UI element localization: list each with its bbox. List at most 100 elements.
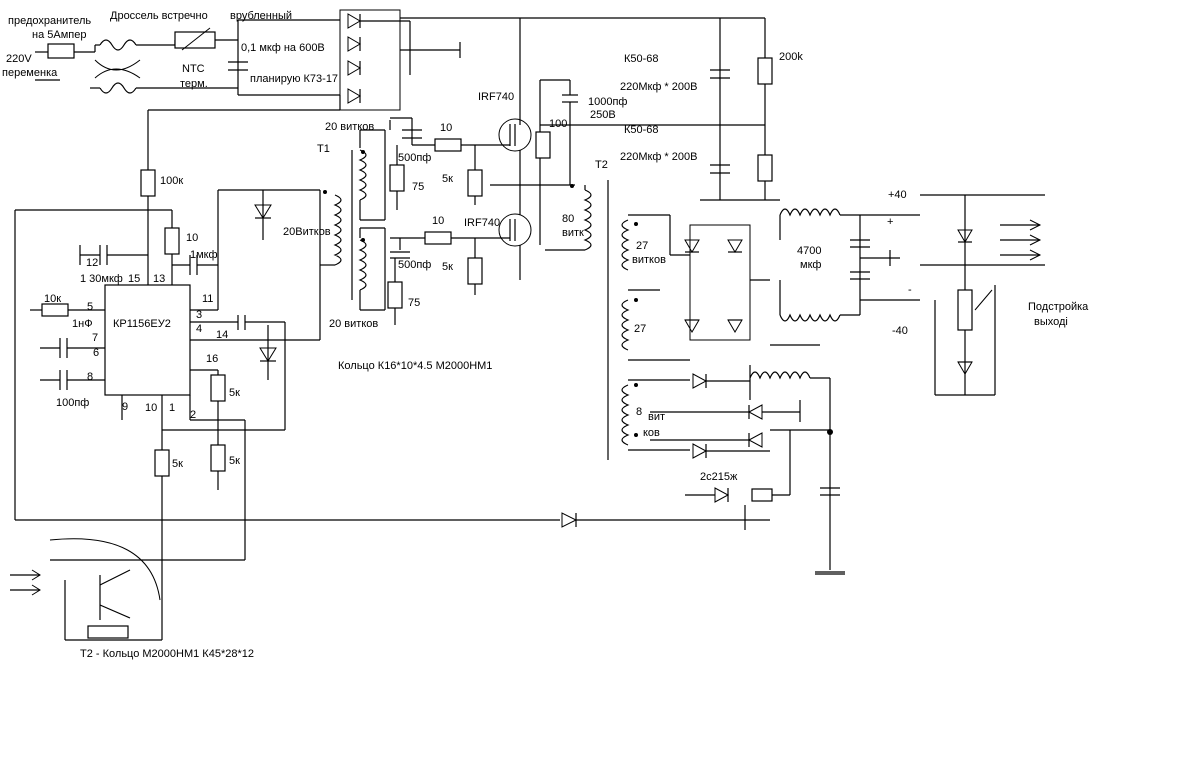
tuning-potentiometer <box>957 289 973 331</box>
resistor-75-top <box>389 164 405 192</box>
label-t1-bottom-turns: 20 витков <box>329 318 378 330</box>
label-k50-1: К50-68 <box>624 53 659 65</box>
output-regulator <box>920 194 1045 396</box>
label-pin3: 3 <box>196 309 202 321</box>
label-mains: 220V <box>6 53 32 65</box>
label-pin16: 16 <box>206 353 218 365</box>
resistor-5k-bottom <box>467 257 483 285</box>
label-fb-turns: 20Витков <box>283 226 331 238</box>
label-sec27: 27 <box>636 240 648 252</box>
label-choke: Дроссель встречно <box>110 10 208 22</box>
label-c1nf: 1нФ <box>72 318 93 330</box>
resistor-5k-top <box>467 169 483 197</box>
label-minus40: -40 <box>892 325 908 337</box>
label-pin6: 6 <box>93 347 99 359</box>
label-snubber-c: 1000пф <box>588 96 627 108</box>
label-plus40: +40 <box>888 189 907 201</box>
label-cap-x: 0,1 мкф на 600В <box>241 42 325 54</box>
mosfet-top <box>470 118 532 185</box>
label-pin15: 15 <box>128 273 140 285</box>
optocoupler <box>10 538 162 641</box>
label-sec27b: витков <box>632 254 666 266</box>
resistor-opto <box>87 625 129 639</box>
label-t2: T2 <box>595 159 608 171</box>
label-sec8b: вит <box>648 411 665 423</box>
label-r10: 10 <box>186 232 198 244</box>
label-r5k-top: 5к <box>442 173 453 185</box>
label-200k: 200k <box>779 51 803 63</box>
bridge-rectifier <box>339 9 461 111</box>
label-snubber-r: 100 <box>549 118 567 130</box>
label-transistor: 2с215ж <box>700 471 738 483</box>
label-r10-bottom: 10 <box>432 215 444 227</box>
output-filter <box>770 208 920 346</box>
resistor-10k <box>41 303 69 317</box>
resistor-200k <box>757 57 773 85</box>
resistor-100 <box>535 131 551 159</box>
label-snubber-v: 250В <box>590 109 616 121</box>
fuse <box>47 43 75 59</box>
label-tuning2: выході <box>1034 316 1068 328</box>
mains-input <box>35 19 340 96</box>
label-k50-2: К50-68 <box>624 124 659 136</box>
label-cap4700: 4700 <box>797 245 821 257</box>
label-fuse-rating: на 5Ампер <box>32 29 86 41</box>
label-ntc: NTC <box>182 63 205 75</box>
label-pin4: 4 <box>196 323 202 335</box>
label-mains2: переменка <box>2 67 58 79</box>
label-choke2: врубленный <box>230 10 292 22</box>
label-bulk-cap2: 220Мкф * 200В <box>620 151 697 163</box>
resistor-10-supply <box>164 227 180 255</box>
mosfet-bottom <box>470 185 532 280</box>
label-bulk-cap1: 220Мкф * 200В <box>620 81 697 93</box>
label-t1: T1 <box>317 143 330 155</box>
label-t1-top-turns: 20 витков <box>325 121 374 133</box>
label-r75-top: 75 <box>412 181 424 193</box>
label-pin13: 13 <box>153 273 165 285</box>
label-r5k-a: 5к <box>229 387 240 399</box>
ic-body <box>104 284 191 396</box>
label-sec27c: 27 <box>634 323 646 335</box>
label-c500-top: 500пф <box>398 152 431 164</box>
resistor-10-top <box>434 138 462 152</box>
label-c500-bottom: 500пф <box>398 259 431 271</box>
label-core-t1: Кольцо К16*10*4.5 М2000НМ1 <box>338 360 492 372</box>
resistor-5k-a <box>210 374 226 402</box>
label-minus-sign: - <box>908 284 912 296</box>
label-pin12: 12 <box>86 257 98 269</box>
label-r5k-bottom: 5к <box>442 261 453 273</box>
t2-primary <box>545 180 609 460</box>
label-plus-sign: + <box>887 216 893 228</box>
label-pin8: 8 <box>87 371 93 383</box>
label-r75-bottom: 75 <box>408 297 420 309</box>
label-r10k: 10к <box>44 293 61 305</box>
label-pin1: 1 <box>169 402 175 414</box>
label-fuse: предохранитель <box>8 15 91 27</box>
resistor-transistor-base <box>751 488 773 502</box>
label-r5k-c: 5к <box>172 458 183 470</box>
label-sec8: 8 <box>636 406 642 418</box>
label-t2-primary: 80 <box>562 213 574 225</box>
label-pin7: 7 <box>92 332 98 344</box>
controller-ic <box>14 95 560 640</box>
label-ntc2: терм. <box>180 78 208 90</box>
t1-transformer <box>351 117 483 325</box>
label-mosfet-bottom: IRF740 <box>464 217 500 229</box>
label-r100k: 100к <box>160 175 183 187</box>
feedback-transistor <box>561 430 791 530</box>
label-c1mkf: 1мкф <box>190 249 218 261</box>
resistor-5k-c <box>154 449 170 477</box>
label-pin2: 2 <box>190 409 196 421</box>
label-c100pf: 100пф <box>56 397 89 409</box>
resistor-200k-low <box>757 154 773 182</box>
label-pin10: 10 <box>145 402 157 414</box>
label-t2-primary2: витк <box>562 227 584 239</box>
label-cap-30: 1 30мкф <box>80 273 123 285</box>
label-r10-top: 10 <box>440 122 452 134</box>
label-pin14: 14 <box>216 329 228 341</box>
label-tuning: Подстройка <box>1028 301 1089 313</box>
t2-secondary-40v <box>621 214 770 361</box>
resistor-100k <box>140 169 156 197</box>
aux-feedback-winding <box>254 190 342 380</box>
